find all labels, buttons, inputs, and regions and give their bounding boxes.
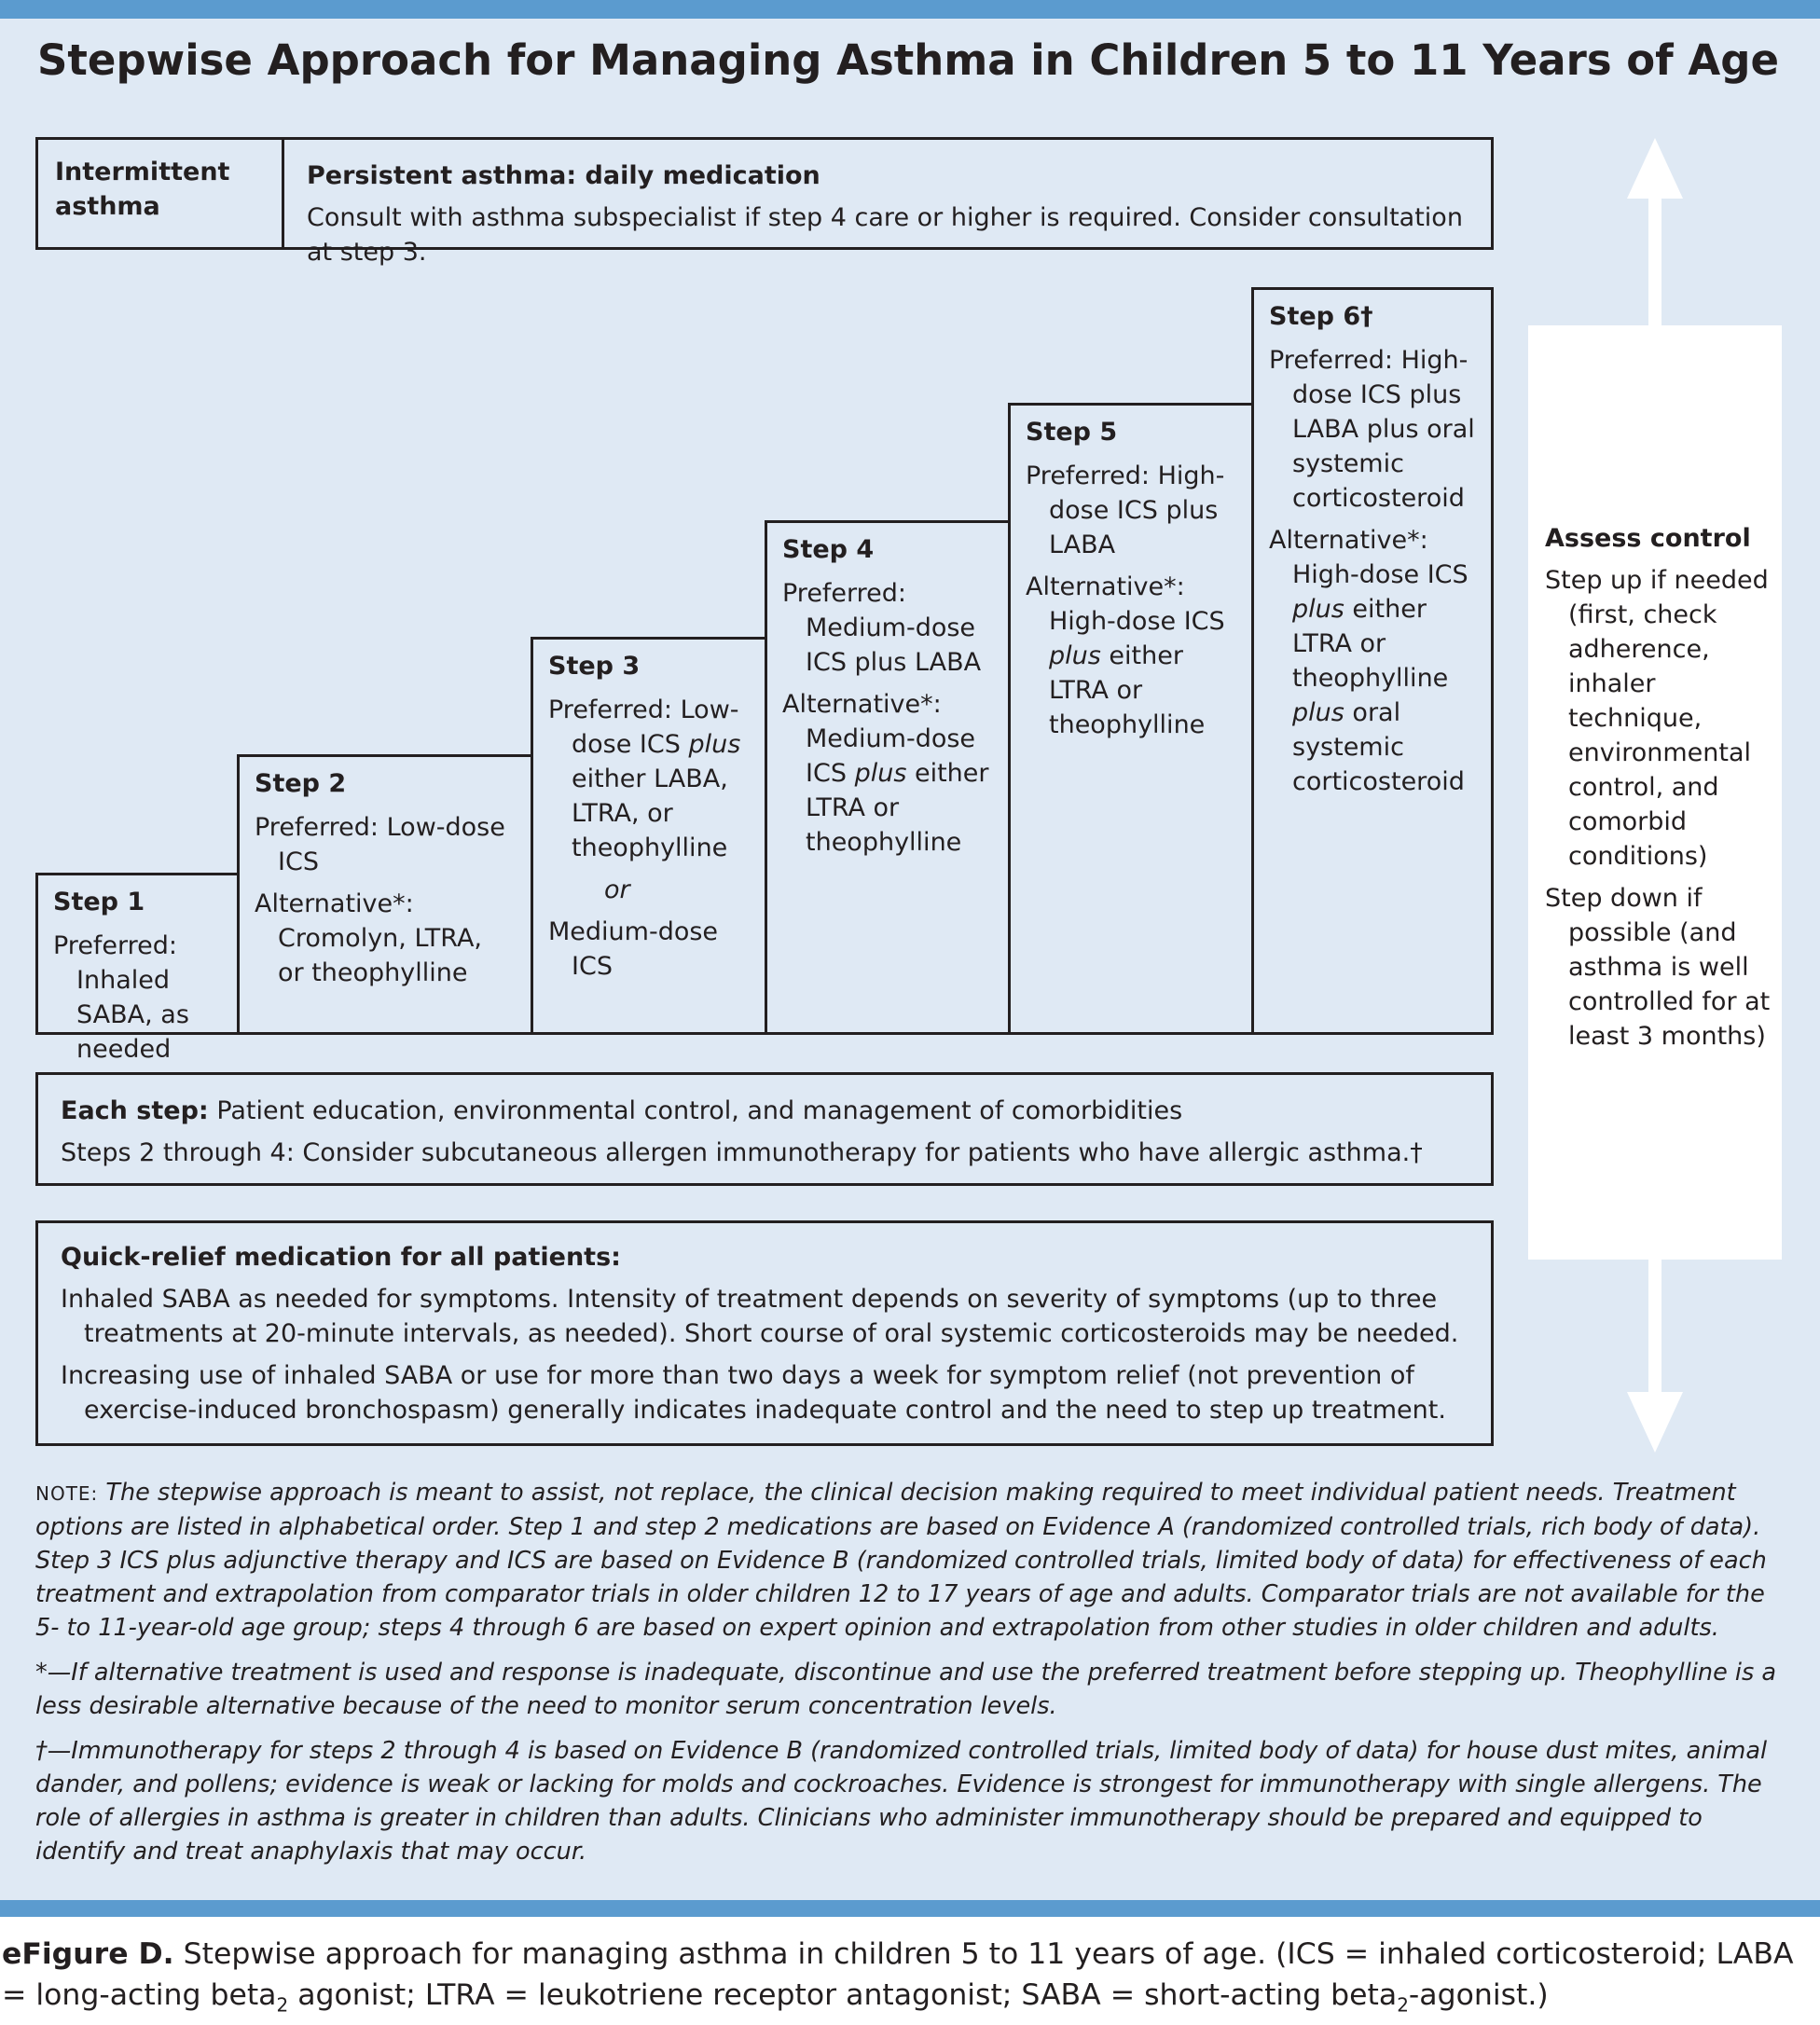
step-3-preferred-a: Preferred: Low-dose ICS: [548, 696, 739, 759]
step-5-preferred: Preferred: High-dose ICS plus LABA: [1026, 461, 1225, 559]
top-rule: [0, 0, 1820, 19]
step-6-alternative-e: oral systemic corticosteroid: [1292, 698, 1465, 796]
figure-panel: Stepwise Approach for Managing Asthma in…: [0, 0, 1820, 1917]
each-step-line: Each step: Patient education, environmen…: [61, 1094, 1468, 1128]
step-1-preferred: Preferred: Inhaled SABA, as needed: [53, 931, 189, 1064]
step-3-preferred-plus: plus: [688, 730, 741, 759]
assess-control-box: Assess control Step up if needed (first,…: [1528, 325, 1782, 1260]
notes-section: NOTE: The stepwise approach is meant to …: [35, 1476, 1788, 1880]
note-paragraph: NOTE: The stepwise approach is meant to …: [35, 1476, 1788, 1645]
step-4-alternative-plus: plus: [854, 759, 907, 788]
step-4-alternative-a: Alternative*: Medium-dose ICS: [782, 690, 976, 788]
step-4-title: Step 4: [782, 535, 875, 564]
step-4-alternative-c: either LTRA or theophylline: [806, 759, 989, 857]
each-step-box: Each step: Patient education, environmen…: [35, 1072, 1494, 1186]
figure-caption: eFigure D. Stepwise approach for managin…: [2, 1934, 1818, 2025]
steps-2-4-text: Steps 2 through 4: Consider subcutaneous…: [61, 1138, 1423, 1167]
bottom-rule: [0, 1900, 1820, 1917]
step-6-alternative-plus-1: plus: [1292, 595, 1344, 624]
step-3-preferred: Preferred: Low-dose ICS plus either LABA…: [548, 693, 750, 865]
each-step-text: Patient education, environmental control…: [216, 1096, 1183, 1125]
step-2-box: Step 2 Preferred: Low-dose ICS Alternati…: [237, 754, 533, 1035]
quick-relief-box: Quick-relief medication for all patients…: [35, 1220, 1494, 1446]
figure-title: Stepwise Approach for Managing Asthma in…: [37, 35, 1779, 85]
step-5-title: Step 5: [1026, 418, 1118, 447]
step-4-box: Step 4 Preferred: Medium-dose ICS plus L…: [765, 520, 1011, 1035]
header-box: Intermittent asthma Persistent asthma: d…: [35, 137, 1494, 267]
step-2-title: Step 2: [255, 769, 347, 798]
step-2-alternative: Alternative*: Cromolyn, LTRA, or theophy…: [255, 889, 482, 987]
step-6-preferred: Preferred: High-dose ICS plus LABA plus …: [1269, 346, 1475, 513]
caption-label: eFigure D.: [2, 1937, 174, 1971]
step-3-title: Step 3: [548, 652, 641, 681]
step-5-alternative: Alternative*: High-dose ICS plus either …: [1026, 570, 1236, 742]
step-1-box: Step 1 Preferred: Inhaled SABA, as neede…: [35, 873, 240, 1064]
step-3-box: Step 3 Preferred: Low-dose ICS plus eith…: [531, 637, 767, 1035]
step-5-alternative-c: either LTRA or theophylline: [1049, 641, 1206, 739]
each-step-label: Each step:: [61, 1096, 209, 1125]
step-3-alternative: Medium-dose ICS: [548, 917, 719, 981]
assess-step-up: Step up if needed (first, check adherenc…: [1545, 566, 1769, 871]
asterisk-footnote: *—If alternative treatment is used and r…: [35, 1659, 1776, 1720]
step-3-preferred-c: either LABA, LTRA, or theophylline: [572, 765, 728, 862]
step-6-alternative-a: Alternative*: High-dose ICS: [1269, 526, 1468, 589]
note-text: The stepwise approach is meant to assist…: [35, 1479, 1767, 1642]
assess-control-title: Assess control: [1545, 524, 1751, 553]
caption-text-3: -agonist.): [1408, 1978, 1549, 2012]
persistent-title: Persistent asthma: daily medication: [307, 161, 820, 190]
quick-relief-title: Quick-relief medication for all patients…: [61, 1243, 621, 1272]
step-6-title: Step 6†: [1269, 302, 1373, 331]
quick-relief-paragraph-1: Inhaled SABA as needed for symptoms. Int…: [61, 1285, 1459, 1348]
dagger-footnote: †—Immunotherapy for steps 2 through 4 is…: [35, 1737, 1768, 1866]
step-1-title: Step 1: [53, 888, 145, 916]
step-3-or: or: [604, 875, 630, 904]
step-6-box: Step 6† Preferred: High-dose ICS plus LA…: [1251, 287, 1494, 1035]
intermittent-label-line1: Intermittent: [55, 158, 230, 186]
step-4-alternative: Alternative*: Medium-dose ICS plus eithe…: [782, 687, 993, 860]
step-6-alternative-plus-2: plus: [1292, 698, 1344, 727]
caption-subscript-2: 2: [1397, 1993, 1409, 2017]
step-5-alternative-a: Alternative*: High-dose ICS: [1026, 572, 1225, 636]
assess-step-down: Step down if possible (and asthma is wel…: [1545, 884, 1771, 1051]
step-6-alternative: Alternative*: High-dose ICS plus either …: [1269, 523, 1476, 799]
step-2-preferred: Preferred: Low-dose ICS: [255, 813, 505, 876]
persistent-cell: Persistent asthma: daily medication Cons…: [284, 140, 1491, 267]
intermittent-cell: Intermittent asthma: [38, 140, 284, 247]
caption-text-1: Stepwise approach for managing asthma in…: [2, 1937, 1794, 2012]
step-5-alternative-plus: plus: [1049, 641, 1101, 670]
step-6-alternative-c: either LTRA or theophylline: [1292, 595, 1449, 693]
step-4-preferred: Preferred: Medium-dose ICS plus LABA: [782, 579, 982, 677]
caption-text-2: agonist; LTRA = leukotriene receptor ant…: [297, 1978, 1398, 2012]
persistent-text: Consult with asthma subspecialist if ste…: [307, 203, 1463, 267]
step-5-box: Step 5 Preferred: High-dose ICS plus LAB…: [1008, 403, 1254, 1035]
caption-subscript-1: 2: [276, 1993, 289, 2017]
quick-relief-paragraph-2: Increasing use of inhaled SABA or use fo…: [61, 1361, 1446, 1425]
intermittent-label-line2: asthma: [55, 192, 160, 221]
note-label: NOTE:: [35, 1482, 99, 1505]
